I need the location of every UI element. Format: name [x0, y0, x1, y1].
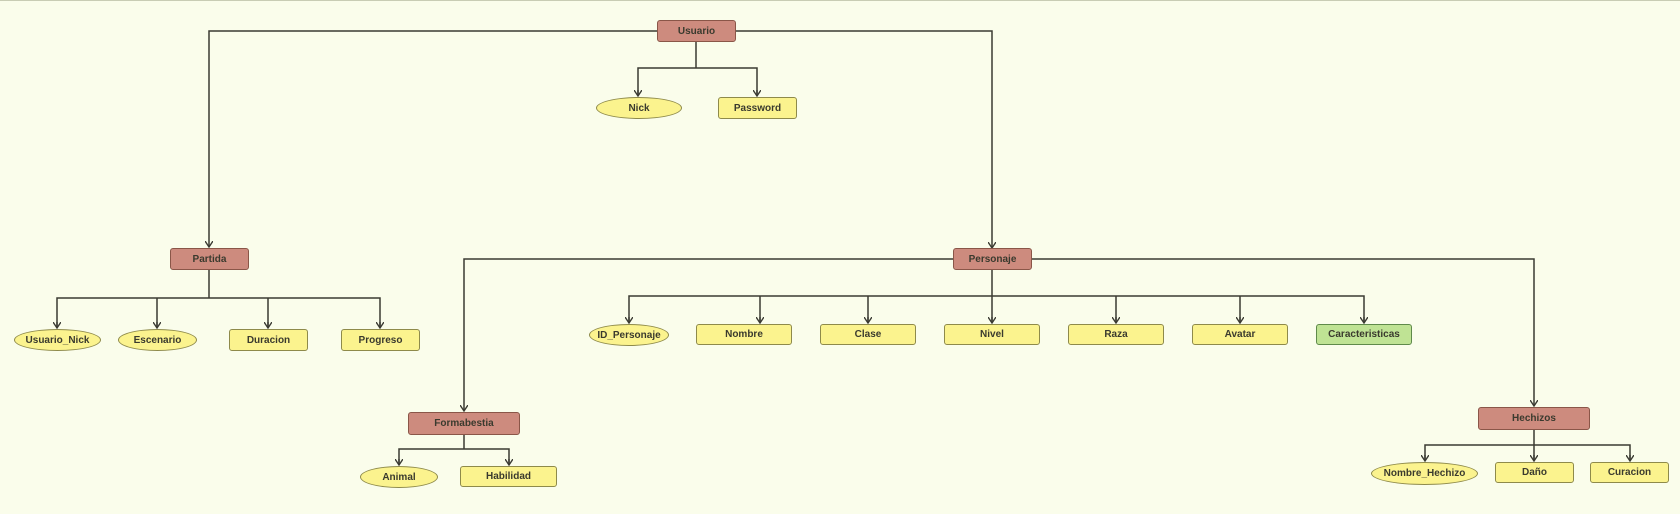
attribute-nombre-hechizo: Nombre_Hechizo — [1371, 462, 1478, 485]
edge-usuario-personaje — [735, 30, 992, 248]
attribute-avatar: Avatar — [1192, 324, 1288, 345]
attribute-escenario: Escenario — [118, 329, 197, 351]
entity-personaje: Personaje — [953, 248, 1032, 270]
attribute-habilidad: Habilidad — [460, 466, 557, 487]
attribute-nombre: Nombre — [696, 324, 792, 345]
edge-usuario-attrs — [637, 42, 758, 96]
entity-usuario: Usuario — [657, 20, 736, 42]
edge-formabestia-attrs — [398, 435, 510, 465]
attribute-password: Password — [718, 97, 797, 119]
edge-personaje-attrs — [628, 270, 1365, 323]
attribute-animal: Animal — [360, 466, 438, 488]
edge-hechizos-attrs — [1424, 430, 1631, 461]
edge-personaje-formabestia — [464, 258, 953, 411]
edge-partida-attrs — [56, 269, 381, 328]
attribute-nivel: Nivel — [944, 324, 1040, 345]
attribute-curacion: Curacion — [1590, 462, 1669, 483]
attribute-dano: Daño — [1495, 462, 1574, 483]
entity-partida: Partida — [170, 248, 249, 270]
edge-usuario-partida — [209, 30, 657, 247]
attribute-caracteristicas: Caracteristicas — [1316, 324, 1412, 345]
attribute-progreso: Progreso — [341, 329, 420, 351]
attribute-clase: Clase — [820, 324, 916, 345]
entity-hechizos: Hechizos — [1478, 407, 1590, 430]
attribute-usuario-nick: Usuario_Nick — [14, 329, 101, 351]
attribute-id-personaje: ID_Personaje — [589, 324, 669, 346]
attribute-nick: Nick — [596, 97, 682, 119]
attribute-duracion: Duracion — [229, 329, 308, 351]
edge-personaje-hechizos — [1031, 258, 1534, 406]
attribute-raza: Raza — [1068, 324, 1164, 345]
top-divider — [0, 0, 1680, 1]
entity-formabestia: Formabestia — [408, 412, 520, 435]
